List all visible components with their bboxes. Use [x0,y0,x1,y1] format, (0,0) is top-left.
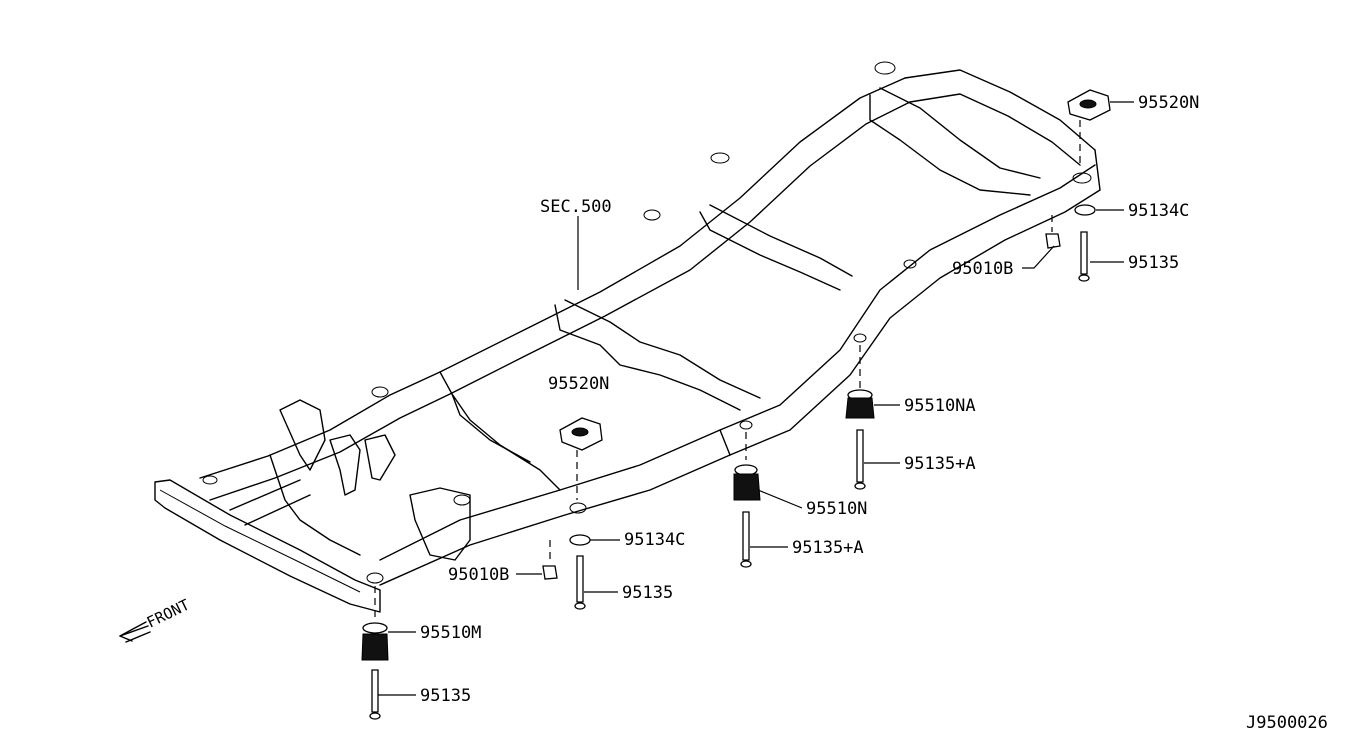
body-mount-rear-upper [1067,89,1111,121]
body-mount-front [361,622,389,661]
label-mount-mid-upper: 95510NA [904,396,976,416]
label-mount-rear-top: 95520N [1138,93,1199,113]
washer-center [569,534,591,546]
label-front: FRONT [144,596,192,632]
label-bolt-mid-lower: 95135+A [792,538,864,558]
label-mount-mid-lower: 95510N [806,499,867,519]
nut-rear [1045,233,1061,249]
label-washer-rear: 95134C [1128,201,1189,221]
bolt-rear [1080,231,1088,275]
label-bolt-rear: 95135 [1128,253,1179,273]
label-bolt-center: 95135 [622,583,673,603]
label-nut-center: 95010B [448,565,509,585]
label-washer-center: 95134C [624,530,685,550]
body-mount-center-upper [559,417,603,451]
nut-center [542,565,558,580]
label-nut-rear: 95010B [952,259,1013,279]
bolt-center [576,555,584,603]
diagram-code: J9500026 [1246,713,1328,733]
body-mount-mid-upper [845,389,875,419]
body-mount-mid-lower [733,464,761,501]
leader-lines [378,101,1134,696]
label-mount-center-top: 95520N [548,374,609,394]
label-mount-front: 95510M [420,623,481,643]
label-bolt-front: 95135 [420,686,471,706]
label-bolt-mid-upper: 95135+A [904,454,976,474]
bolt-mid-upper [856,429,864,483]
bolt-mid-lower [742,511,750,561]
label-sec-500: SEC.500 [540,197,612,217]
vehicle-frame [154,61,1101,613]
bolt-front [371,669,379,713]
front-arrow-icon [119,621,151,643]
washer-rear [1074,204,1096,216]
